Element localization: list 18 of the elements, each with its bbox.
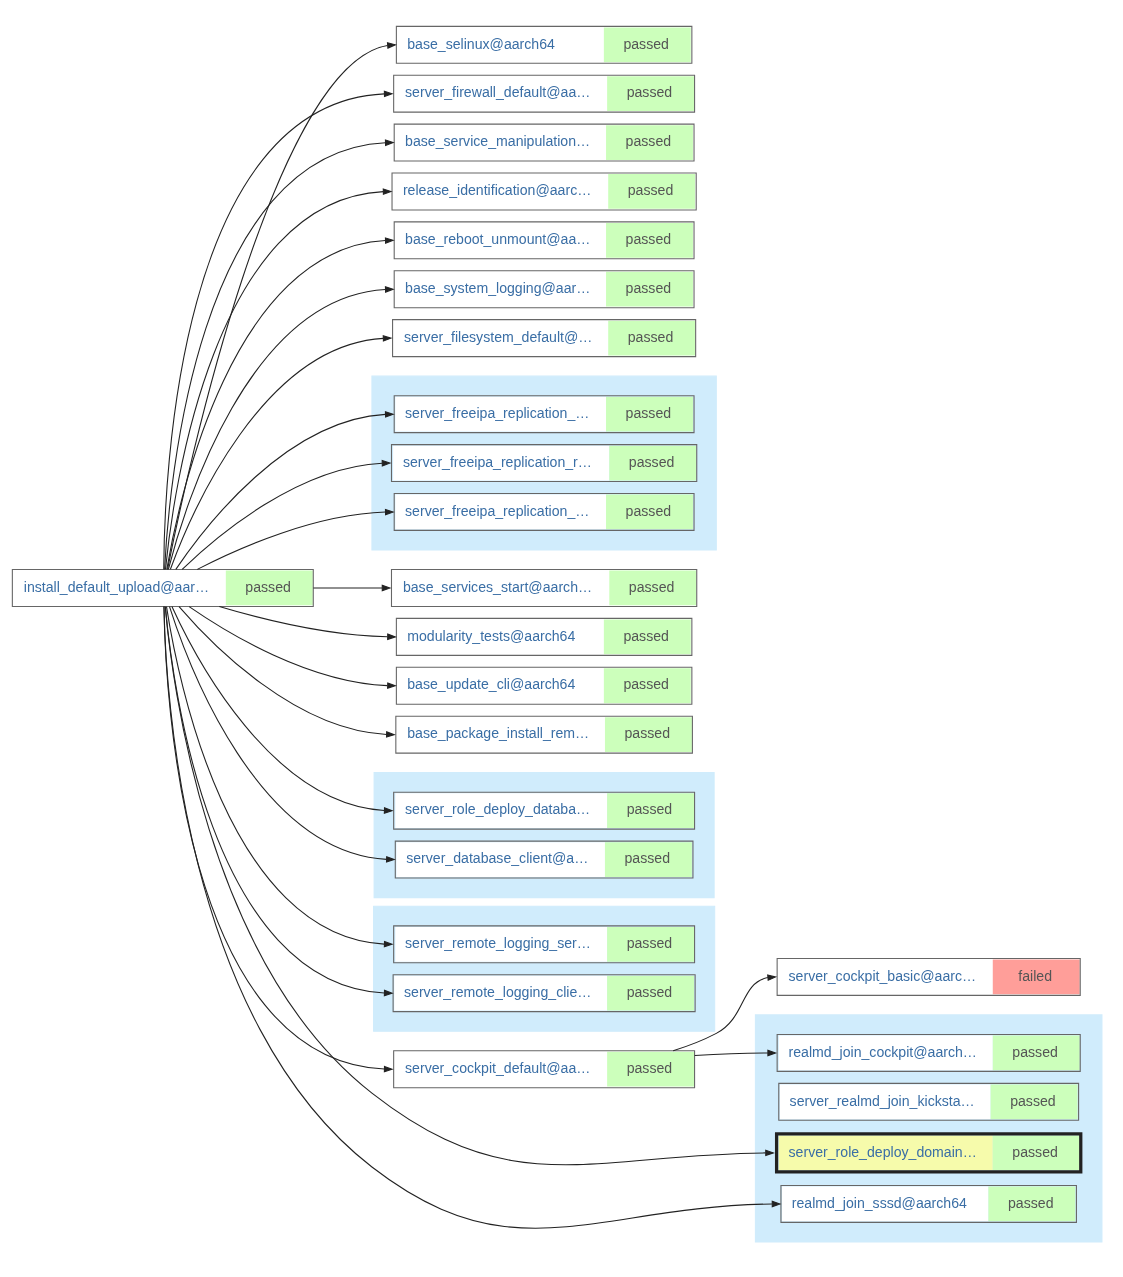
cluster — [754, 1014, 1103, 1243]
cluster — [371, 375, 717, 551]
arrow — [672, 974, 778, 1052]
arrow — [312, 584, 392, 592]
arrow — [167, 286, 395, 570]
arrow — [181, 459, 392, 570]
arrow — [163, 606, 394, 1073]
cluster — [373, 772, 715, 899]
arrow — [218, 605, 397, 641]
arrow — [171, 606, 394, 814]
arrow — [169, 334, 393, 570]
cluster — [373, 905, 716, 1032]
arrow — [188, 606, 397, 690]
arrow — [694, 1049, 778, 1057]
arrow — [168, 606, 396, 863]
arrow — [178, 606, 396, 738]
arrow — [175, 410, 395, 570]
arrow — [196, 508, 395, 570]
